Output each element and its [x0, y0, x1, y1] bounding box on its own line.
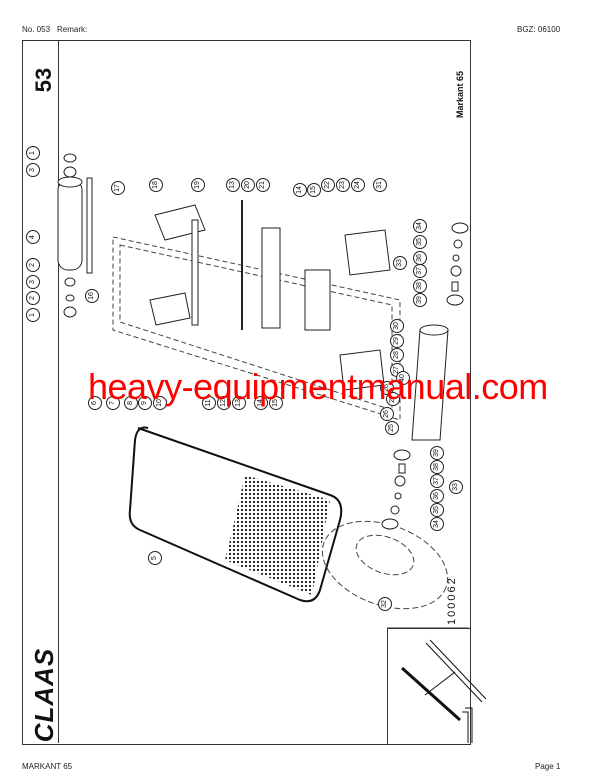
part-callout-24: 24	[351, 178, 365, 192]
header-remark: Remark:	[57, 25, 88, 34]
part-callout-36: 36	[413, 251, 427, 265]
part-callout-2: 2	[26, 291, 40, 305]
part-callout-17: 17	[111, 181, 125, 195]
part-callout-39: 39	[413, 293, 427, 307]
part-callout-14: 14	[293, 183, 307, 197]
part-callout-3: 3	[26, 275, 40, 289]
watermark: heavy-equipmentmanual.com	[88, 366, 548, 407]
header-number: No. 053	[22, 25, 51, 34]
part-callout-23: 23	[336, 178, 350, 192]
detail-inset-frame	[387, 628, 470, 744]
part-callout-3: 3	[26, 163, 40, 177]
part-callout-20: 20	[241, 178, 255, 192]
part-callout-39: 39	[430, 446, 444, 460]
part-callout-26: 26	[380, 407, 394, 421]
part-callout-34: 34	[413, 219, 427, 233]
footer-page: Page 1	[535, 762, 561, 771]
part-callout-34: 34	[430, 517, 444, 531]
part-callout-36: 36	[430, 489, 444, 503]
part-callout-31: 31	[373, 178, 387, 192]
part-callout-33: 33	[393, 256, 407, 270]
part-callout-1: 1	[26, 146, 40, 160]
footer-model: MARKANT 65	[22, 762, 73, 771]
header-bgz: BGZ: 06100	[517, 25, 561, 34]
part-callout-1: 1	[26, 308, 40, 322]
part-callout-13: 13	[226, 178, 240, 192]
part-callout-19: 19	[191, 178, 205, 192]
part-callout-35: 35	[430, 503, 444, 517]
sheet-sidebar	[22, 40, 59, 743]
part-callout-18: 18	[149, 178, 163, 192]
part-callout-32: 32	[378, 597, 392, 611]
part-callout-38: 38	[430, 460, 444, 474]
part-callout-22: 22	[321, 178, 335, 192]
part-callout-38: 38	[413, 279, 427, 293]
drawing-frame	[22, 40, 471, 745]
part-callout-29: 29	[390, 334, 404, 348]
part-callout-21: 21	[256, 178, 270, 192]
part-callout-25: 25	[385, 421, 399, 435]
part-callout-35: 35	[413, 235, 427, 249]
part-callout-16: 16	[85, 289, 99, 303]
part-callout-33: 33	[449, 480, 463, 494]
part-callout-5: 5	[148, 551, 162, 565]
roller-4-icon	[57, 153, 83, 318]
part-callout-15: 15	[307, 183, 321, 197]
part-callout-2: 2	[26, 258, 40, 272]
part-callout-4: 4	[26, 230, 40, 244]
part-callout-37: 37	[430, 474, 444, 488]
part-callout-37: 37	[413, 264, 427, 278]
part-callout-30: 30	[390, 319, 404, 333]
part-callout-28: 28	[390, 348, 404, 362]
